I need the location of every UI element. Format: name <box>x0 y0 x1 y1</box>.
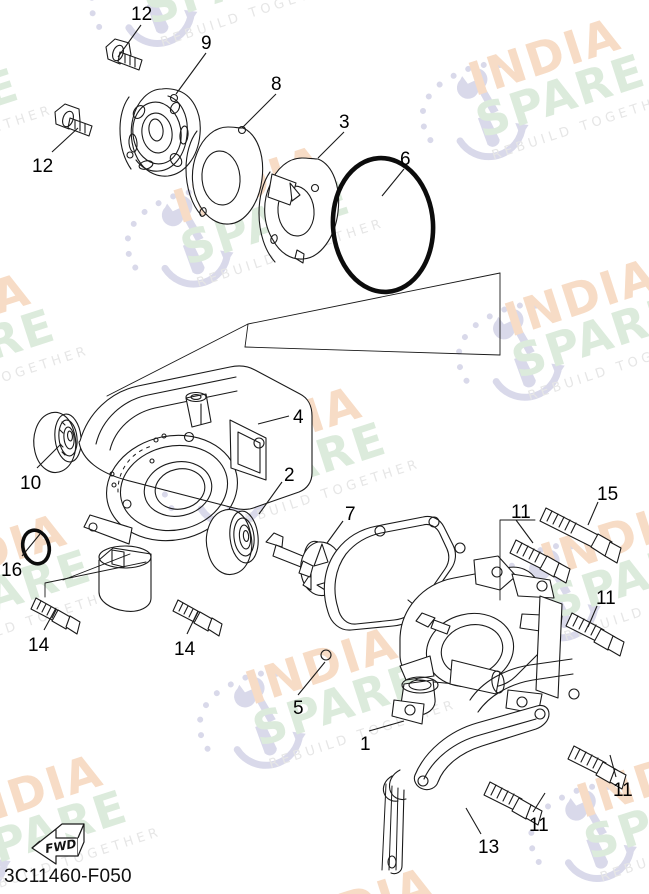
callout-number-11: 11 <box>511 502 531 523</box>
callout-leader-3 <box>317 131 345 159</box>
part-13-bracket <box>381 658 580 875</box>
callout-leader-9 <box>175 52 207 95</box>
callout-leader-10 <box>36 443 62 469</box>
callout-number-14: 14 <box>174 639 196 660</box>
callout-leader-12 <box>117 24 142 58</box>
part-11-bolt-a <box>509 539 571 584</box>
fwd-arrow-marker <box>31 823 85 865</box>
callout-leader-6 <box>381 168 405 197</box>
part-12-bolt-lower <box>54 103 93 137</box>
callout-leader-13 <box>465 807 482 835</box>
callout-leader-11 <box>609 754 617 778</box>
callout-leader-14 <box>43 607 57 631</box>
callout-number-4: 4 <box>293 407 304 428</box>
callout-number-3: 3 <box>339 112 350 133</box>
part-10-bearing <box>33 411 82 473</box>
part-12-bolt-upper <box>105 38 143 71</box>
callout-number-6: 6 <box>400 149 411 170</box>
part-3-cover-plate <box>258 157 340 264</box>
part-14-bolt-left <box>30 597 81 635</box>
callout-number-12: 12 <box>32 156 54 177</box>
part-16-o-ring-small <box>20 528 52 566</box>
fwd-arrow-text: FWD <box>44 837 77 856</box>
part-1-pump-body <box>391 555 563 725</box>
callout-leader-15 <box>587 501 599 526</box>
callout-leader-7 <box>326 520 344 544</box>
part-9-rotor-housing <box>119 88 201 177</box>
part-2-bearing <box>205 509 259 575</box>
callout-leader-5 <box>297 661 326 696</box>
callout-number-11: 11 <box>596 588 616 609</box>
callout-leader-4 <box>257 415 290 425</box>
callout-number-5: 5 <box>293 698 304 719</box>
callout-number-15: 15 <box>597 484 619 505</box>
callout-number-11: 11 <box>529 815 549 836</box>
callout-number-2: 2 <box>284 465 295 486</box>
callout-number-8: 8 <box>271 74 282 95</box>
callout-number-13: 13 <box>478 837 500 858</box>
callout-leader-14 <box>186 610 199 635</box>
part-6-o-ring-large <box>330 155 436 295</box>
callout-number-14: 14 <box>28 635 50 656</box>
callout-leader-11 <box>587 605 598 628</box>
callout-number-16: 16 <box>1 560 23 581</box>
callout-leader-2 <box>258 481 283 515</box>
part-15-bolt-long <box>539 507 622 564</box>
part-11-bolt-d <box>483 781 543 826</box>
callout-leader-12 <box>51 127 79 153</box>
callout-number-1: 1 <box>360 734 371 755</box>
part-11-bolt-c <box>567 745 627 790</box>
callout-leader-16 <box>21 533 41 557</box>
callout-leader-11 <box>515 519 534 544</box>
callout-leader-8 <box>241 93 277 129</box>
callout-leader-11 <box>532 792 546 813</box>
part-11-bolt-b <box>565 612 625 657</box>
callout-number-7: 7 <box>345 504 356 525</box>
callout-number-11: 11 <box>613 780 633 801</box>
callout-number-9: 9 <box>201 33 212 54</box>
part-number-label: 3C11460-F050 <box>4 866 132 887</box>
callout-leader-1 <box>368 720 405 732</box>
part-14-bolt-right <box>172 599 223 637</box>
callout-number-12: 12 <box>131 4 153 25</box>
part-8-plate <box>185 125 264 225</box>
callout-number-10: 10 <box>20 473 42 494</box>
